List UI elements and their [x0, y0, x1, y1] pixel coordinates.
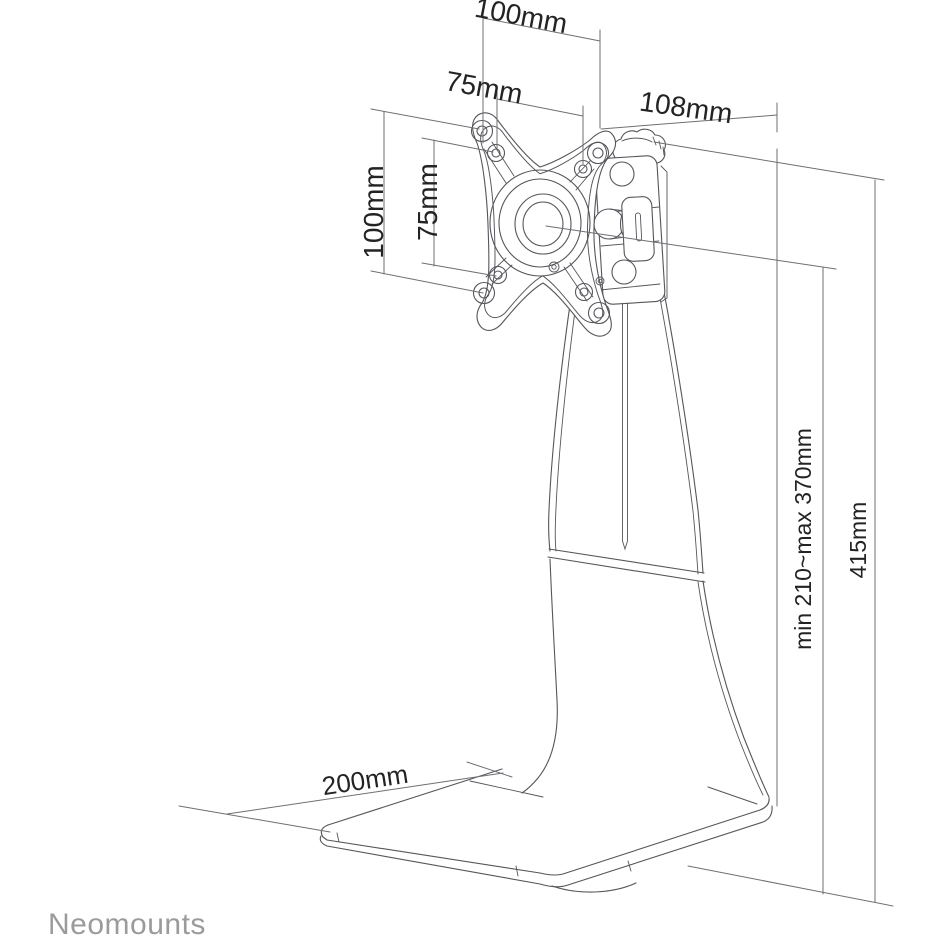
base-back-left-edge: [327, 768, 503, 826]
slider-tab: [621, 196, 655, 262]
center-hole: [522, 201, 564, 247]
label-total-height: 415mm: [845, 502, 871, 579]
bracket-hole-lower: [611, 259, 637, 285]
column-cable-slot: [622, 293, 628, 551]
label-vesa-width-inner: 75mm: [443, 65, 525, 110]
center-boss-inner: [498, 178, 582, 268]
label-vesa-width-outer: 100mm: [472, 0, 569, 39]
column-left-edge-lower: [521, 558, 558, 794]
label-vesa-height-outer: 100mm: [358, 165, 389, 258]
base-corner-tick-1: [336, 832, 340, 843]
center-boss-outer: [489, 169, 591, 277]
dim-415mm: [653, 141, 894, 907]
slider-slot: [634, 212, 643, 242]
base-back-right-edge: [707, 786, 758, 805]
vesa-holes-100: [470, 119, 611, 325]
dim-75mm-top: [496, 89, 584, 165]
pivot-boss: [593, 208, 625, 240]
dimension-lines: [178, 7, 894, 907]
column-right-edge-inner-lower: [697, 581, 764, 796]
column-left-edge-inner: [554, 259, 583, 552]
base-top-outline: [320, 797, 770, 876]
base-foot-arc: [551, 882, 637, 893]
base-corner-tick-3: [627, 860, 632, 872]
tilt-knob-knurl: [621, 136, 665, 156]
dim-75mm-left: [421, 137, 497, 277]
dim-height-range: [545, 225, 837, 895]
dimension-labels: 100mm 75mm 108mm 100mm 75mm 200mm min 21…: [320, 0, 871, 801]
label-base-depth: 200mm: [320, 759, 410, 801]
dim-100mm-top: [482, 7, 601, 144]
center-hub-ring: [514, 193, 572, 255]
column-right-edge-upper: [656, 255, 704, 574]
column-seam-lower: [547, 556, 706, 583]
bracket-side-flange: [660, 165, 668, 303]
label-height-range: min 210~max 370mm: [790, 428, 816, 650]
vesa-plate: [470, 112, 617, 337]
plate-standoffs: [548, 261, 605, 286]
column-right-edge-lower: [702, 580, 770, 798]
mount-bracket: [593, 128, 668, 305]
column-foot-fillet: [469, 780, 544, 798]
column-right-edge-inner-upper: [651, 256, 699, 575]
dim-100mm-left: [370, 108, 484, 294]
bracket-divider-lower: [599, 283, 661, 291]
label-vesa-height-inner: 75mm: [412, 163, 443, 241]
bracket-hole-upper: [609, 161, 635, 187]
dim-200mm: [178, 761, 513, 833]
label-head-depth: 108mm: [638, 86, 735, 130]
stand-column: [469, 255, 770, 798]
base-corner-tick-2: [515, 865, 519, 877]
column-seam-upper: [548, 548, 705, 574]
column-left-edge-upper: [548, 257, 578, 552]
dim-108mm: [600, 102, 778, 807]
brand-logo: Neomounts: [48, 908, 206, 941]
